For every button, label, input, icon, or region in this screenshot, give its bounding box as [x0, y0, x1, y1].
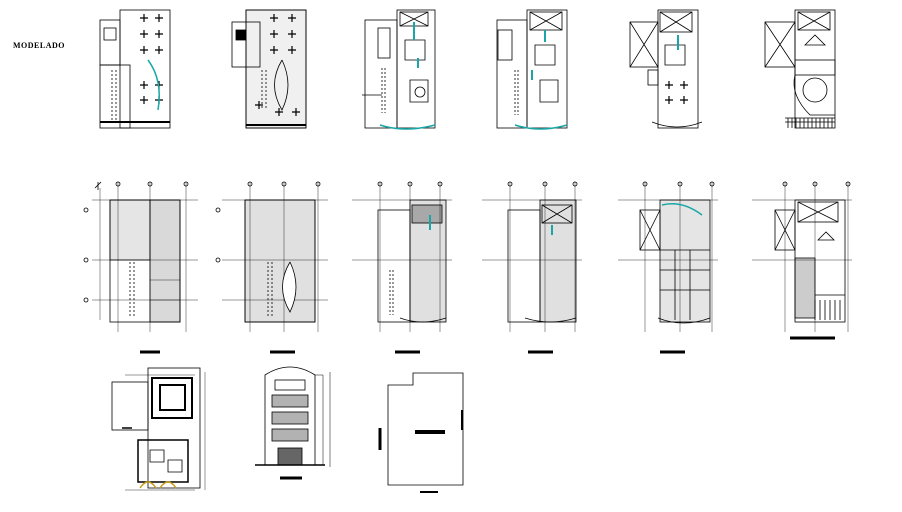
modelado-plan-4 [496, 9, 568, 130]
site-plan [111, 367, 206, 491]
dimensioned-plan-4 [482, 181, 582, 354]
modelado-plan-5 [629, 9, 703, 129]
dimensioned-plan-1 [83, 181, 198, 354]
modelado-plan-6 [764, 9, 836, 129]
dimensioned-plan-2 [215, 181, 328, 354]
modelado-plan-3 [362, 9, 436, 130]
dimensioned-plan-5 [618, 181, 718, 354]
sheet-label: MODELADO [13, 41, 65, 50]
dimensioned-plan-3 [352, 181, 452, 354]
modelado-plan-2 [231, 9, 307, 129]
roof-outline [378, 372, 464, 493]
modelado-plan-1 [99, 9, 171, 129]
dimensioned-plan-6 [752, 181, 852, 340]
front-elevation [255, 366, 331, 480]
